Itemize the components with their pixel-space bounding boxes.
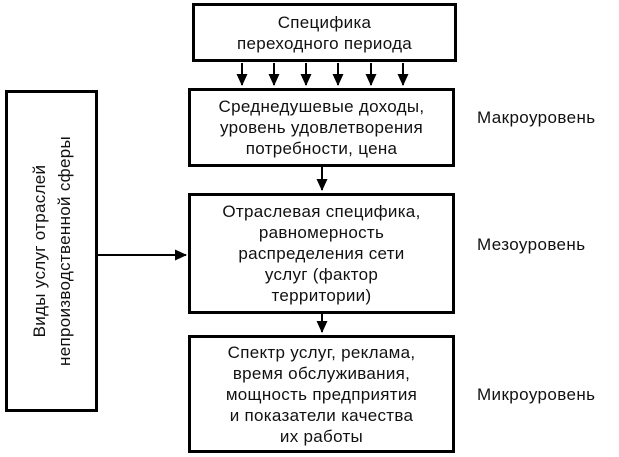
box-meso-level: Отраслевая специфика, равномерность расп… xyxy=(188,193,455,314)
box-line: территории) xyxy=(271,286,372,305)
box-line: Спектр услуг, реклама, xyxy=(227,342,416,362)
label-macro-level: Макроуровень xyxy=(477,108,596,127)
box-line: непроизводственной сферы xyxy=(54,136,74,366)
box-line: потребности, цена xyxy=(245,139,398,158)
box-service-types: Виды услуг отраслей непроизводственной с… xyxy=(5,90,98,412)
box-line: уровень удовлетворения xyxy=(220,118,423,137)
rotated-text-block: Виды услуг отраслей непроизводственной с… xyxy=(27,136,77,366)
box-transition-period: Специфика переходного периода xyxy=(192,3,457,62)
box-line: Виды услуг отраслей xyxy=(29,164,49,338)
box-line: их работы xyxy=(279,426,364,446)
label-micro-level: Микроуровень xyxy=(477,385,596,404)
box-micro-level: Спектр услуг, реклама, время обслуживани… xyxy=(188,335,455,453)
box-line: переходного периода xyxy=(236,33,413,53)
box-macro-level: Среднедушевые доходы, уровень удовлетвор… xyxy=(188,88,455,167)
box-line: Отраслевая специфика, xyxy=(222,202,421,221)
box-line: время обслуживания, xyxy=(232,363,411,383)
box-line: равномерность xyxy=(258,223,385,242)
box-line: Специфика xyxy=(277,12,372,32)
box-line: мощность предприятия xyxy=(225,384,418,404)
box-line: распределения сети xyxy=(238,244,405,263)
box-line: услуг (фактор xyxy=(264,265,379,284)
box-line: и показатели качества xyxy=(229,405,414,425)
label-meso-level: Мезоуровень xyxy=(477,235,586,254)
box-line: Среднедушевые доходы, xyxy=(218,97,425,116)
